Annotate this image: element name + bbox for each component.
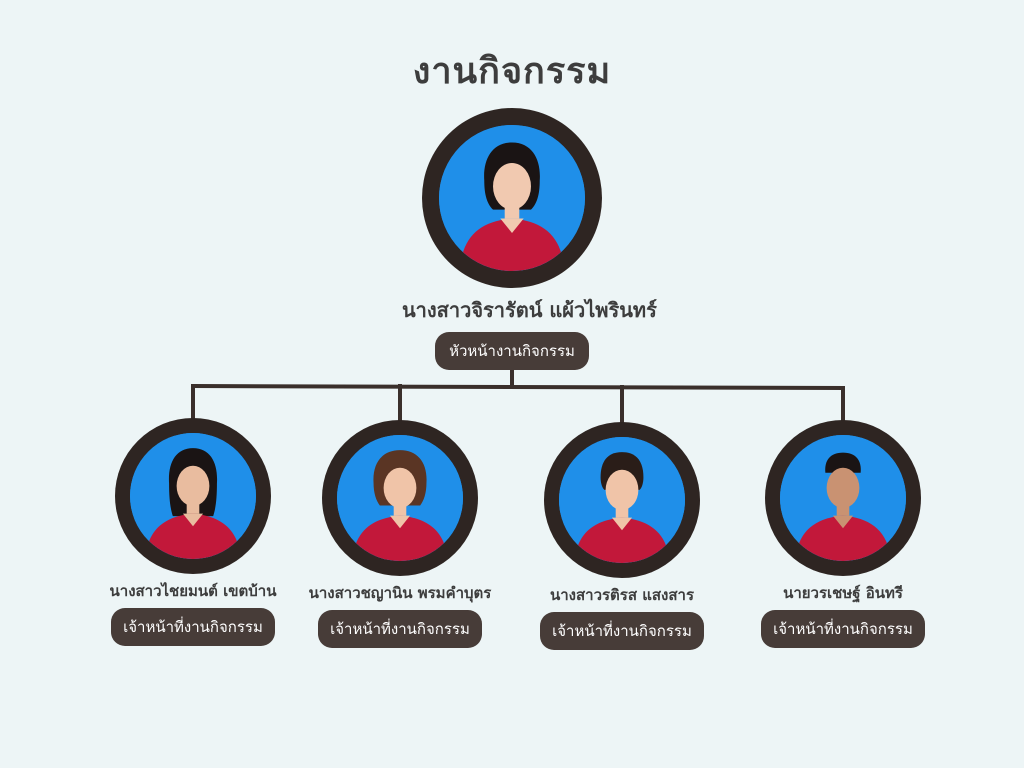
person-photo xyxy=(439,125,585,271)
staff-photo-frame xyxy=(322,420,478,576)
person-photo xyxy=(337,435,463,561)
staff-photo-frame xyxy=(765,420,921,576)
head-member-card: นางสาวจิรารัตน์ แผ้วไพรินทร์ หัวหน้างานก… xyxy=(402,108,657,370)
page-title: งานกิจกรรม xyxy=(412,51,612,92)
person-photo xyxy=(559,437,685,563)
staff-member-card: นางสาวชญานิน พรมคำบุตร เจ้าหน้าที่งานกิจ… xyxy=(290,420,510,648)
staff-name: นายวรเชษฐ์ อินทรี xyxy=(783,584,903,602)
staff-name: นางสาวไชยมนต์ เขตบ้าน xyxy=(109,582,277,600)
staff-role-badge: เจ้าหน้าที่งานกิจกรรม xyxy=(111,608,275,646)
staff-member-card: นางสาวไชยมนต์ เขตบ้าน เจ้าหน้าที่งานกิจก… xyxy=(83,418,303,646)
staff-role-badge: เจ้าหน้าที่งานกิจกรรม xyxy=(318,610,482,648)
person-photo xyxy=(780,435,906,561)
person-photo xyxy=(130,433,256,559)
staff-role-badge: เจ้าหน้าที่งานกิจกรรม xyxy=(540,612,704,650)
connector-bar xyxy=(190,383,846,391)
head-role-badge: หัวหน้างานกิจกรรม xyxy=(435,332,589,370)
staff-member-card: นายวรเชษฐ์ อินทรี เจ้าหน้าที่งานกิจกรรม xyxy=(733,420,953,648)
staff-name: นางสาวชญานิน พรมคำบุตร xyxy=(308,584,492,602)
staff-photo-frame xyxy=(544,422,700,578)
staff-member-card: นางสาวรติรส แสงสาร เจ้าหน้าที่งานกิจกรรม xyxy=(512,422,732,650)
head-name: นางสาวจิรารัตน์ แผ้วไพรินทร์ xyxy=(402,298,657,322)
head-photo-frame xyxy=(422,108,602,288)
staff-name: นางสาวรติรส แสงสาร xyxy=(549,586,695,604)
staff-role-badge: เจ้าหน้าที่งานกิจกรรม xyxy=(761,610,925,648)
staff-photo-frame xyxy=(115,418,271,574)
